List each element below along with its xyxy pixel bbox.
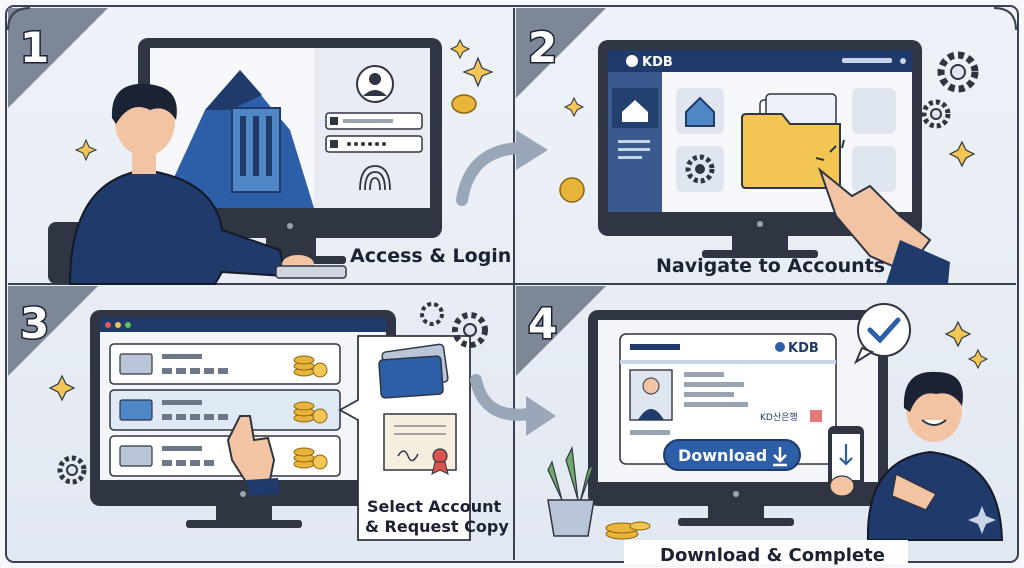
bank-stamp-text: KD산은행 <box>760 411 798 423</box>
certificate-document-icon <box>383 413 457 475</box>
sparkle-icon <box>967 348 989 370</box>
step-3-number: 3 <box>20 299 49 348</box>
window-maximize-dot[interactable] <box>125 322 131 328</box>
step-4-corner-badge <box>516 286 606 376</box>
person-at-computer <box>48 83 347 285</box>
password-field[interactable] <box>325 135 423 153</box>
step-4-label-background <box>624 540 908 564</box>
coin-stack-icon <box>605 521 651 540</box>
step-3-label-line-2: & Request Copy <box>365 517 509 536</box>
flow-arrow-3-to-4 <box>470 374 556 436</box>
step-1-number: 1 <box>20 23 49 72</box>
window-minimize-dot[interactable] <box>115 322 121 328</box>
step-1-panel: 1 <box>8 8 511 285</box>
smartphone-icon <box>828 426 864 497</box>
gear-icon <box>420 302 444 326</box>
fingerprint-icon <box>359 165 391 191</box>
house-icon <box>685 96 715 127</box>
gear-icon <box>937 51 979 93</box>
step-4-panel: 4 KDB KD산은행 Download <box>516 286 1004 566</box>
step-1-label: Access & Login <box>350 245 511 267</box>
coin-stack-icon <box>293 401 328 424</box>
step-4-monitor: KDB KD산은행 Download <box>588 310 888 526</box>
smiling-person <box>866 371 1004 541</box>
page-curl-decoration <box>993 7 1017 31</box>
coin-stack-icon <box>293 355 328 378</box>
settings-gear-icon <box>685 154 715 184</box>
step-3-panel: 3 <box>8 286 509 541</box>
kdb-logo-icon <box>626 55 638 67</box>
bank-card-icon <box>378 343 449 399</box>
coin-icon <box>451 94 477 114</box>
sparkle-icon <box>449 38 471 60</box>
coin-stack-icon <box>293 447 328 470</box>
step-1-corner-badge <box>8 8 108 108</box>
sparkle-icon <box>563 96 585 118</box>
gear-icon <box>57 455 87 485</box>
pointing-hand-icon <box>226 415 280 496</box>
kdb-document-logo-text: KDB <box>788 341 819 356</box>
gear-icon <box>921 99 951 129</box>
kdb-logo-icon <box>775 342 785 352</box>
sparkle-icon <box>74 138 98 162</box>
account-row[interactable] <box>109 343 341 385</box>
kdb-logo-text: KDB <box>642 55 673 70</box>
user-field-icon <box>330 117 338 125</box>
potted-plant-icon <box>547 445 595 537</box>
download-arrow-icon <box>773 447 787 467</box>
step-3-monitor <box>90 310 396 528</box>
request-copy-callout: Select Account & Request Copy <box>338 335 509 541</box>
checkmark-icon <box>867 317 901 344</box>
seal-stamp <box>810 410 822 422</box>
window-close-dot[interactable] <box>105 322 111 328</box>
flow-arrow-1-to-2 <box>456 130 548 206</box>
download-button-label: Download <box>678 446 767 465</box>
home-icon <box>622 100 648 122</box>
coin-icon <box>559 177 585 203</box>
step-2-monitor: KDB <box>598 40 922 258</box>
step-3-label-line-1: Select Account <box>367 497 502 516</box>
step-3-corner-badge <box>8 286 98 376</box>
sparkle-icon <box>968 506 996 534</box>
phone-download-icon <box>839 444 853 466</box>
lock-icon <box>330 140 338 148</box>
success-check-bubble <box>853 303 911 365</box>
step-2-number: 2 <box>528 23 557 72</box>
sparkle-icon <box>462 56 494 88</box>
step-4-label: Download & Complete <box>660 545 885 566</box>
step-2-corner-badge <box>516 8 606 98</box>
step-2-label: Navigate to Accounts <box>656 255 885 277</box>
gear-icon <box>452 312 488 348</box>
sparkle-icon <box>48 374 76 402</box>
account-row[interactable] <box>109 435 341 477</box>
account-row-selected[interactable] <box>109 389 341 431</box>
step-2-panel: 2 KDB <box>516 8 979 284</box>
download-button[interactable]: Download <box>663 439 801 471</box>
sparkle-icon <box>948 140 976 168</box>
step-4-number: 4 <box>528 299 557 348</box>
page-curl-decoration <box>7 7 31 31</box>
sparkle-icon <box>944 320 972 348</box>
pointing-hand-icon <box>815 139 950 284</box>
step-1-monitor <box>138 38 442 264</box>
